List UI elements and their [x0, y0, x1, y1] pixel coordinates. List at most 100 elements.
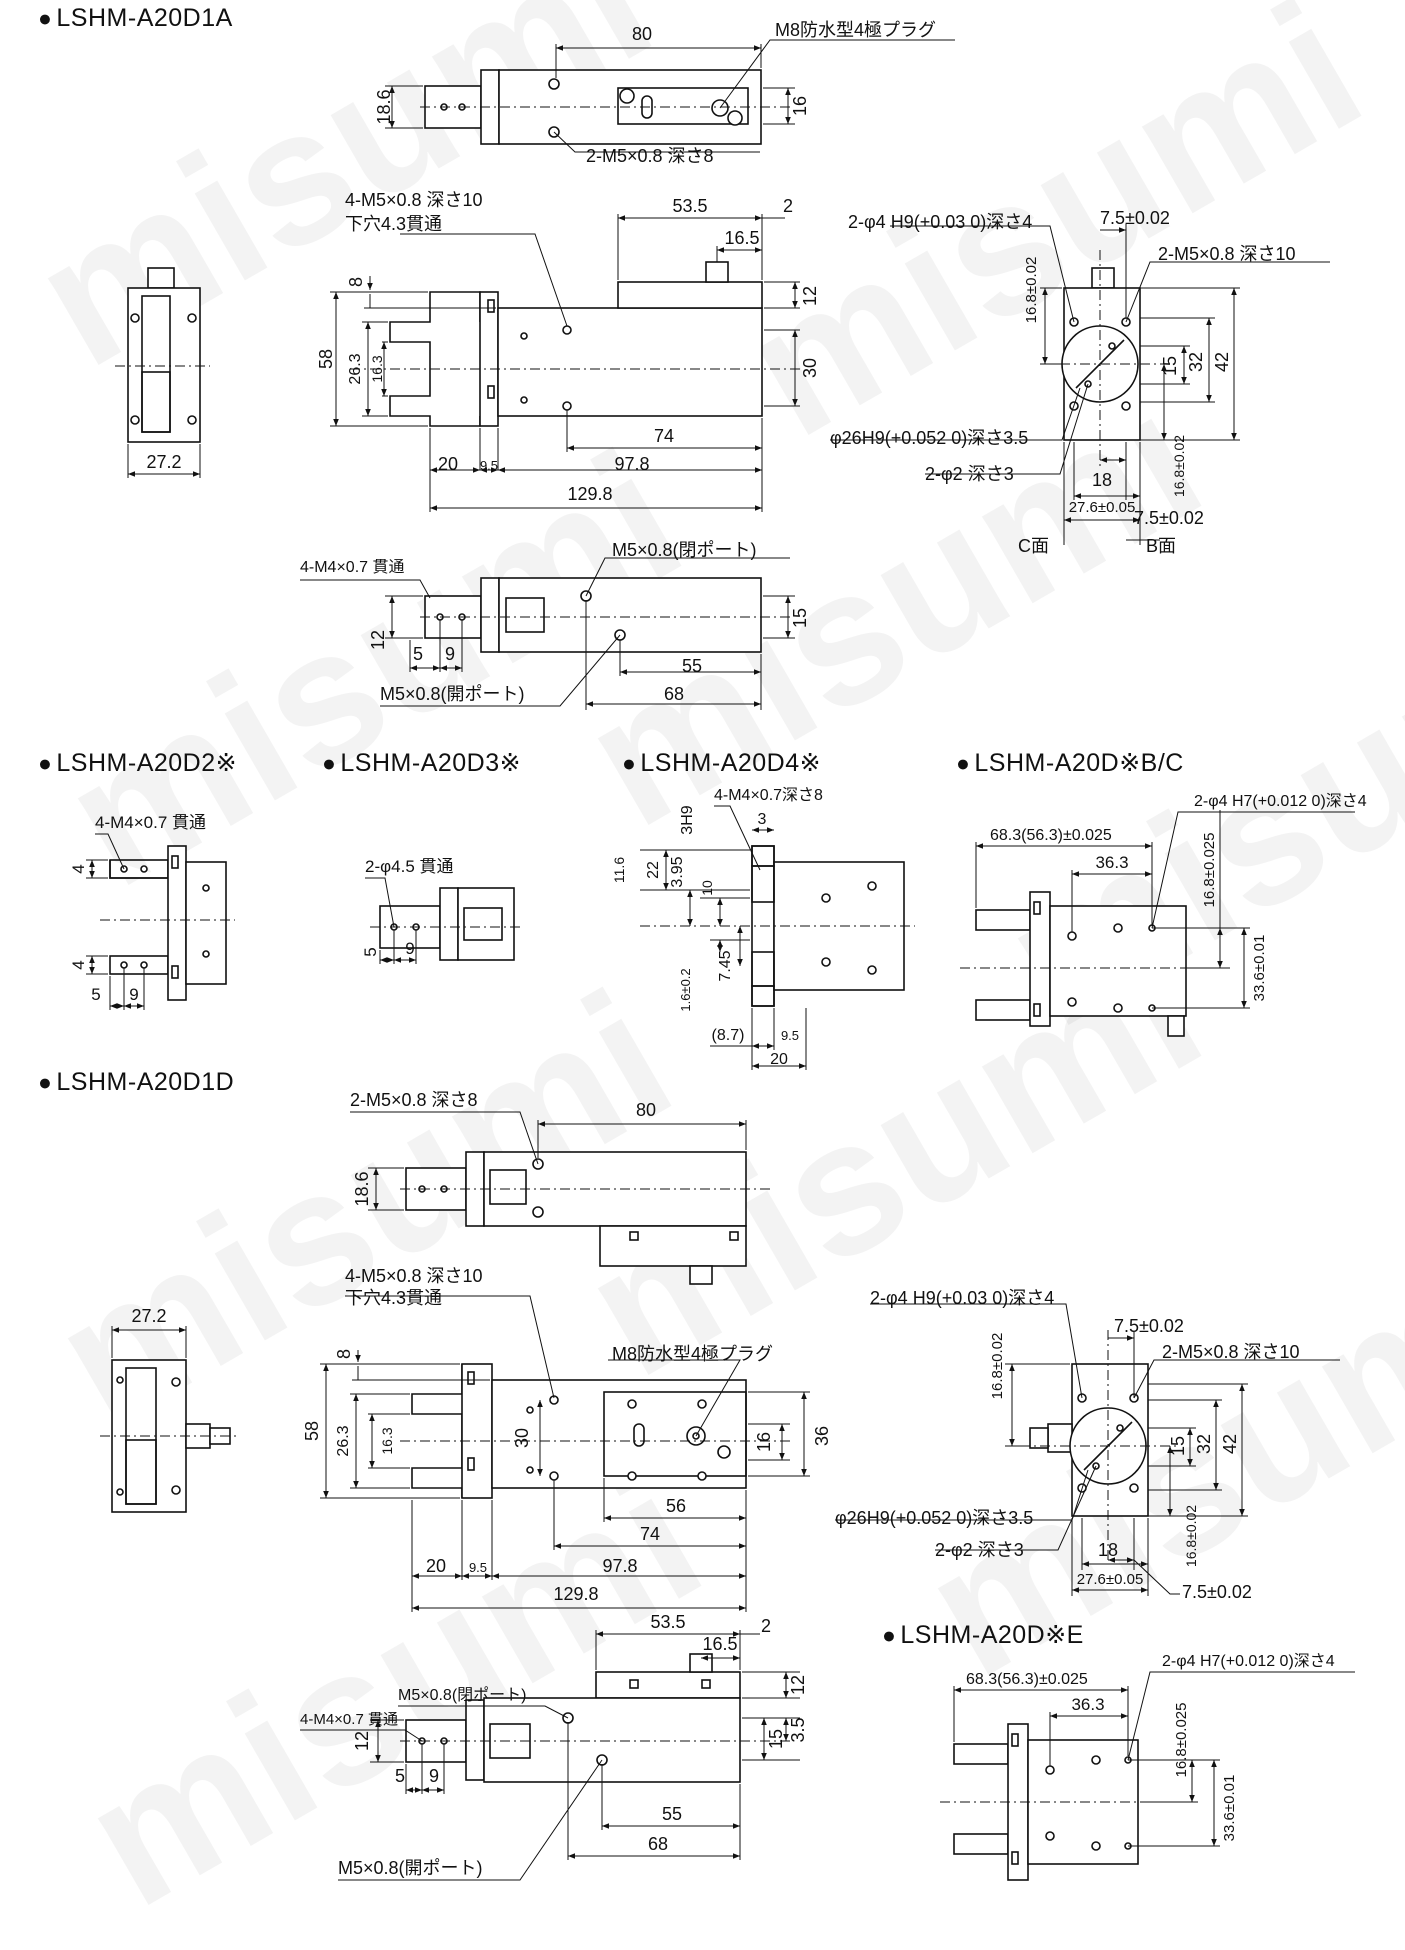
section-title-d2: ●LSHM-A20D2※	[38, 749, 238, 777]
svg-text:10: 10	[699, 880, 715, 896]
svg-text:18.6: 18.6	[352, 1171, 372, 1206]
svg-text:2-φ4.5 貫通: 2-φ4.5 貫通	[365, 857, 454, 876]
d2-view	[109, 845, 227, 1001]
d1a-side-text: 2-φ4 H9(+0.03 0)深さ4 7.5±0.02 2-M5×0.8 深さ…	[830, 208, 1296, 556]
svg-text:30: 30	[800, 358, 820, 378]
svg-text:4-M4×0.7 貫通: 4-M4×0.7 貫通	[300, 1711, 398, 1728]
svg-text:2-M5×0.8 深さ10: 2-M5×0.8 深さ10	[1162, 1342, 1300, 1362]
svg-text:26.3: 26.3	[335, 1425, 352, 1456]
d3-text: 2-φ4.5 貫通 5 9	[361, 857, 454, 958]
d1d-side-text: 2-φ4 H9(+0.03 0)深さ4 7.5±0.02 2-M5×0.8 深さ…	[835, 1288, 1300, 1602]
d1d-top-view	[405, 1151, 747, 1285]
de-text: 2-φ4 H7(+0.012 0)深さ4 68.3(56.3)±0.025 36…	[966, 1652, 1335, 1841]
svg-text:2-M5×0.8 深さ10: 2-M5×0.8 深さ10	[1158, 244, 1296, 264]
svg-text:2-φ2 深さ3: 2-φ2 深さ3	[935, 1540, 1024, 1560]
d4-dims	[640, 805, 915, 1070]
section-title-d3: ●LSHM-A20D3※	[322, 749, 522, 777]
d3-dims	[365, 877, 520, 964]
d2-text: 4-M4×0.7 貫通 4 4 5 9	[69, 813, 206, 1004]
svg-text:97.8: 97.8	[614, 454, 649, 474]
svg-text:2-φ4 H7(+0.012 0)深さ4: 2-φ4 H7(+0.012 0)深さ4	[1162, 1652, 1335, 1670]
svg-text:7.5±0.02: 7.5±0.02	[1100, 208, 1170, 228]
svg-text:16.8±0.02: 16.8±0.02	[1023, 257, 1040, 324]
svg-text:56: 56	[666, 1496, 686, 1516]
svg-text:26.3: 26.3	[347, 353, 364, 384]
d4-text: 4-M4×0.7深さ8 3 3H9 11.6 22 3.95 10 7.45 1…	[611, 786, 823, 1068]
svg-text:16.8±0.025: 16.8±0.025	[1201, 833, 1218, 908]
svg-text:M5×0.8(開ポート): M5×0.8(開ポート)	[338, 1858, 483, 1878]
svg-text:8: 8	[334, 1349, 354, 1359]
svg-text:16.3: 16.3	[379, 1427, 395, 1454]
svg-text:32: 32	[1194, 1434, 1214, 1454]
svg-text:3: 3	[758, 811, 767, 828]
svg-text:16: 16	[754, 1432, 774, 1452]
svg-text:16.8±0.025: 16.8±0.025	[1173, 1703, 1190, 1778]
svg-text:5: 5	[91, 985, 100, 1004]
dbc-text: 2-φ4 H7(+0.012 0)深さ4 68.3(56.3)±0.025 36…	[990, 792, 1367, 1001]
section-title-d1d: ●LSHM-A20D1D	[38, 1068, 235, 1096]
svg-text:58: 58	[302, 1421, 322, 1441]
svg-text:2-φ4 H9(+0.03 0)深さ4: 2-φ4 H9(+0.03 0)深さ4	[848, 212, 1032, 232]
svg-text:18.6: 18.6	[374, 89, 394, 124]
d1a-side-dims	[830, 224, 1330, 545]
d1a-bottom-text: 4-M4×0.7 貫通 M5×0.8(閉ポート) M5×0.8(開ポート) 12…	[300, 540, 810, 704]
svg-text:129.8: 129.8	[553, 1584, 598, 1604]
d1d-front-text: 4-M5×0.8 深さ10 下穴4.3貫通 M8防水型4極プラグ 8 58 26…	[302, 1266, 832, 1604]
svg-text:16.5: 16.5	[702, 1634, 737, 1654]
d1d-front-view	[411, 1363, 747, 1499]
svg-text:58: 58	[316, 349, 336, 369]
d1d-bottom-dims	[300, 1630, 800, 1881]
svg-text:φ26H9(+0.052 0)深さ3.5: φ26H9(+0.052 0)深さ3.5	[835, 1508, 1033, 1528]
d1a-bottom-dims	[300, 557, 795, 710]
svg-text:15: 15	[790, 608, 810, 628]
d3-view	[379, 887, 515, 961]
d1a-left-view	[127, 267, 201, 443]
dbc-view	[975, 891, 1187, 1037]
svg-text:27.6±0.05: 27.6±0.05	[1077, 1571, 1144, 1588]
svg-text:5: 5	[395, 1766, 405, 1786]
svg-text:下穴4.3貫通: 下穴4.3貫通	[345, 214, 442, 234]
svg-text:27.6±0.05: 27.6±0.05	[1069, 499, 1136, 516]
d1a-front-dims	[330, 214, 800, 512]
de-dims	[940, 1671, 1355, 1847]
d1d-side-view	[1029, 1363, 1149, 1517]
svg-text:4-M4×0.7 貫通: 4-M4×0.7 貫通	[300, 558, 405, 576]
svg-text:8: 8	[346, 277, 366, 287]
svg-text:80: 80	[636, 1100, 656, 1120]
d1d-left-w272: 27.2	[131, 1306, 166, 1326]
d1a-side-view	[1061, 267, 1141, 441]
d1a-top-dims	[385, 39, 955, 153]
svg-text:9: 9	[429, 1766, 439, 1786]
svg-text:9.5: 9.5	[469, 1560, 487, 1575]
svg-text:4: 4	[69, 960, 88, 969]
svg-text:36: 36	[812, 1426, 832, 1446]
svg-text:16: 16	[790, 96, 810, 116]
svg-text:53.5: 53.5	[672, 196, 707, 216]
svg-text:7.5±0.02: 7.5±0.02	[1134, 508, 1204, 528]
d1d-bottom-text: 53.5 2 16.5 M5×0.8(閉ポート) 4-M4×0.7 貫通 12 …	[300, 1612, 808, 1878]
svg-text:74: 74	[654, 426, 674, 446]
svg-text:20: 20	[438, 454, 458, 474]
drawing-canvas: 80 M8防水型4極プラグ 18.6 16 2-M5×0.8 深さ8 27.2	[69, 20, 1367, 1881]
svg-text:3H9: 3H9	[679, 805, 696, 834]
svg-text:3.95: 3.95	[669, 856, 686, 887]
svg-text:12: 12	[800, 286, 820, 306]
svg-text:5: 5	[361, 947, 380, 956]
svg-text:68: 68	[664, 684, 684, 704]
svg-text:36.3: 36.3	[1071, 1695, 1104, 1714]
d1a-left-dims	[115, 365, 210, 478]
svg-text:12: 12	[352, 1731, 372, 1751]
svg-text:9.5: 9.5	[480, 458, 498, 473]
svg-text:7.5±0.02: 7.5±0.02	[1182, 1582, 1252, 1602]
d1a-front-view	[389, 261, 763, 427]
svg-text:M5×0.8(閉ポート): M5×0.8(閉ポート)	[398, 1686, 526, 1704]
svg-text:4-M4×0.7深さ8: 4-M4×0.7深さ8	[714, 786, 823, 804]
svg-text:30: 30	[512, 1428, 532, 1448]
svg-text:B面: B面	[1146, 536, 1176, 556]
svg-text:42: 42	[1220, 1434, 1240, 1454]
svg-text:11.6: 11.6	[611, 857, 627, 883]
svg-text:M5×0.8(開ポート): M5×0.8(開ポート)	[380, 684, 525, 704]
svg-text:68.3(56.3)±0.025: 68.3(56.3)±0.025	[966, 1671, 1088, 1688]
d1a-front-text: 4-M5×0.8 深さ10 下穴4.3貫通 8 58 26.3 16.3 53.…	[316, 190, 820, 504]
svg-text:12: 12	[368, 630, 388, 650]
